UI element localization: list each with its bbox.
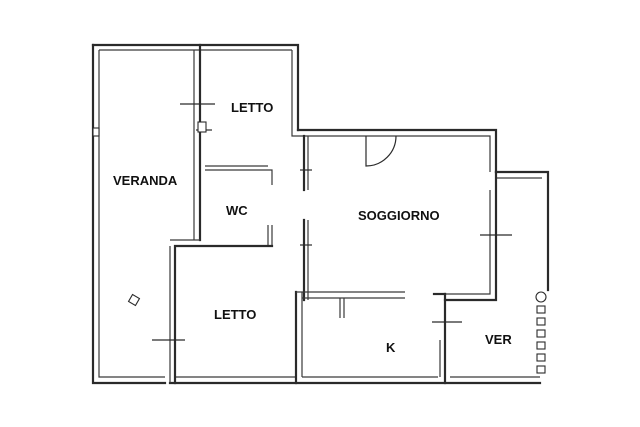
room-labels: VERANDA LETTO WC SOGGIORNO LETTO K VER — [113, 100, 512, 355]
label-veranda: VERANDA — [113, 173, 178, 188]
outer-walls — [91, 43, 550, 385]
label-letto-top: LETTO — [231, 100, 273, 115]
door-swing-soggiorno — [365, 135, 397, 167]
label-kitchen: K — [386, 340, 396, 355]
pillars — [92, 121, 547, 374]
label-ver: VER — [485, 332, 512, 347]
label-letto-bottom: LETTO — [214, 307, 256, 322]
label-wc: WC — [226, 203, 248, 218]
interior-walls — [169, 43, 447, 385]
doors — [152, 103, 512, 341]
label-soggiorno: SOGGIORNO — [358, 208, 440, 223]
